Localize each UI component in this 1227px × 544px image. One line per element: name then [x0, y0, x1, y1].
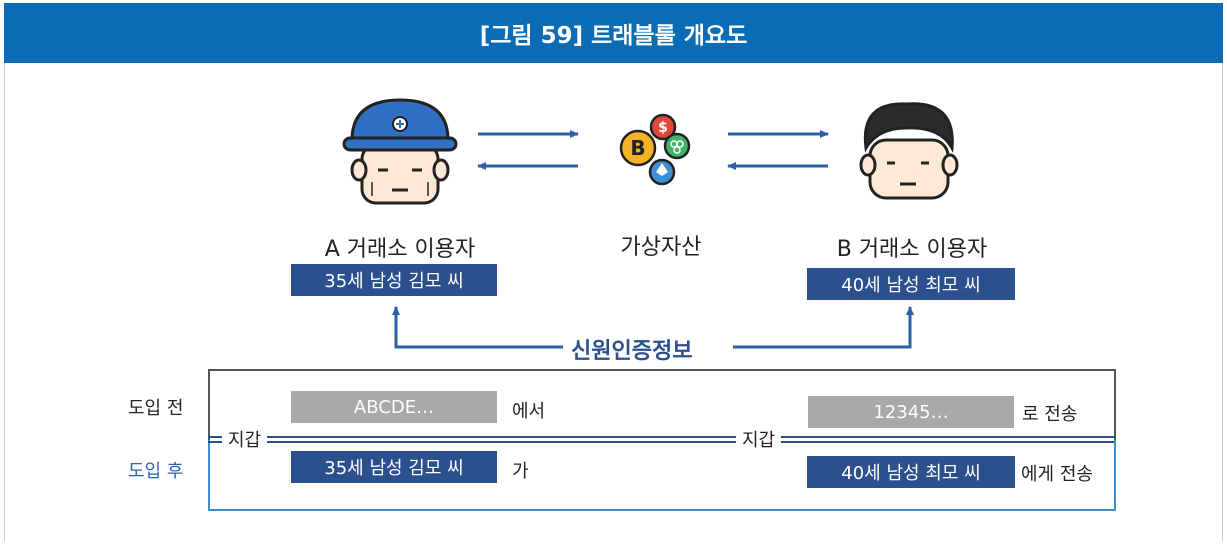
- hardhat-person-icon: [342, 98, 458, 205]
- asset-label: 가상자산: [620, 235, 702, 260]
- identity-link-right: [733, 306, 914, 349]
- user-b-label: B 거래소 이용자: [836, 237, 988, 262]
- person-icon: [859, 102, 959, 200]
- after-from-suffix: 가: [512, 461, 529, 482]
- svg-text:B: B: [630, 136, 645, 160]
- crypto-coins-icon: $ B: [619, 113, 691, 186]
- identity-info-label: 신원인증정보: [565, 333, 699, 365]
- identity-link-left: [392, 306, 563, 349]
- after-to-tag: 40세 남성 최모 씨: [807, 456, 1015, 488]
- user-b-tag: 40세 남성 최모 씨: [807, 268, 1015, 300]
- svg-text:$: $: [658, 120, 668, 136]
- before-from-suffix: 에서: [512, 401, 546, 422]
- before-to-tag: 12345…: [808, 396, 1014, 428]
- after-to-suffix: 에게 전송: [1021, 464, 1093, 485]
- after-box: [208, 440, 1116, 511]
- before-box: [208, 369, 1116, 440]
- after-label: 도입 후: [128, 461, 184, 482]
- wallet-left-label: 지갑: [222, 426, 268, 452]
- user-a-label: A 거래소 이용자: [324, 237, 476, 262]
- user-a-tag: 35세 남성 김모 씨: [291, 264, 497, 296]
- after-from-tag: 35세 남성 김모 씨: [291, 451, 497, 483]
- before-from-tag: ABCDE…: [291, 391, 497, 423]
- figure-title: [그림 59] 트래블룰 개요도: [4, 3, 1223, 63]
- wallet-right-label: 지갑: [736, 426, 782, 452]
- before-label: 도입 전: [128, 398, 184, 419]
- figure-frame: [4, 3, 1223, 541]
- before-to-suffix: 로 전송: [1022, 404, 1078, 425]
- wallet-divider: [208, 436, 1114, 443]
